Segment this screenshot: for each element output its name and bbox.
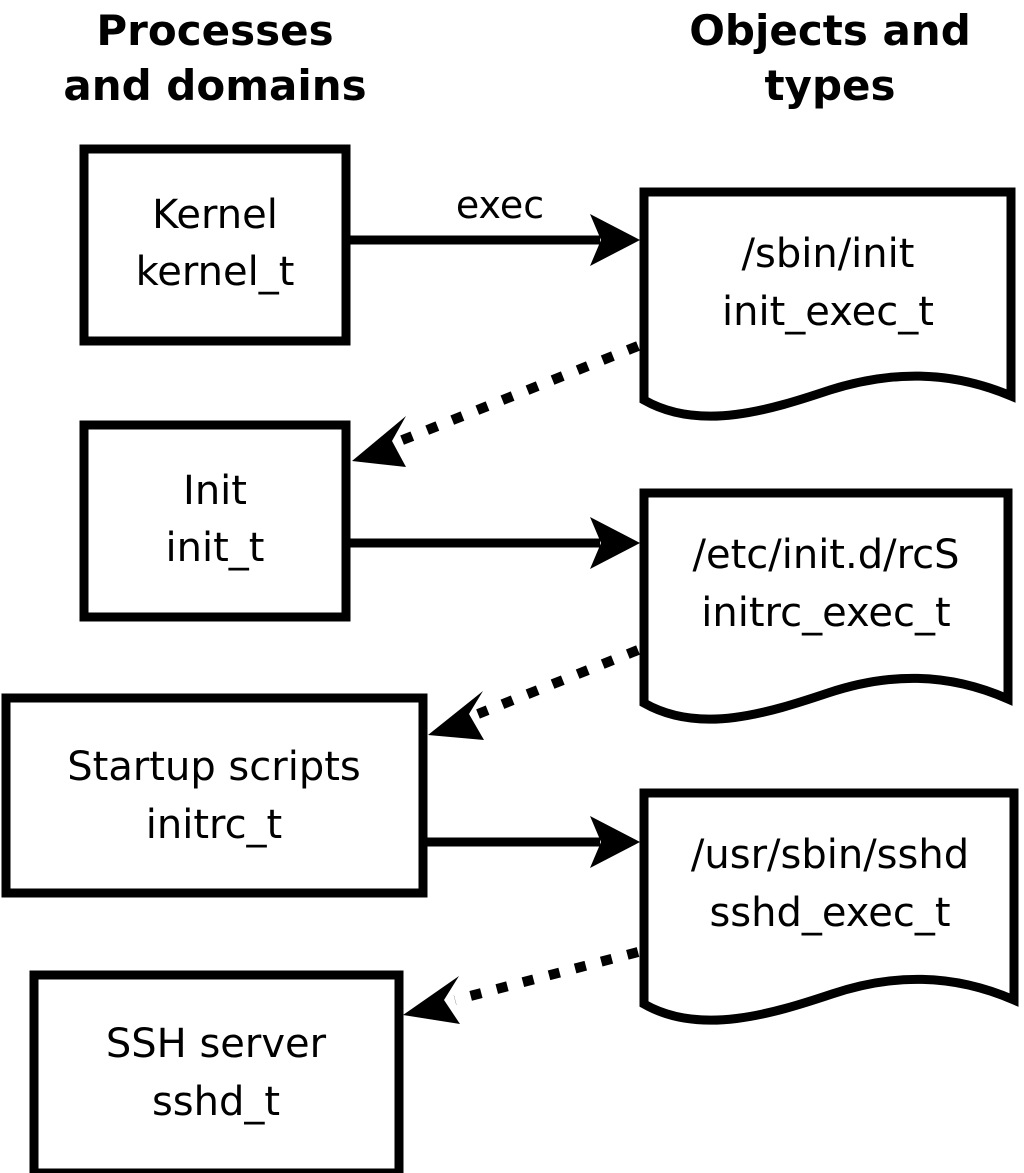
node-initrc-box[interactable] (1, 693, 428, 898)
node-initrc-exec-line1: /etc/init.d/rcS (692, 532, 959, 578)
edge-label-exec: exec (456, 183, 544, 227)
node-sshd-exec-line2: sshd_exec_t (709, 890, 950, 936)
column-header-processes: Processes and domains (63, 6, 366, 110)
column-header-processes-line1: Processes (96, 6, 333, 55)
edge-initrc-to-sshd-exec (427, 816, 640, 868)
edge-line-sshd-transition (453, 947, 640, 1005)
node-kernel-line1: Kernel (152, 192, 278, 238)
node-init-exec[interactable]: /sbin/init init_exec_t (639, 187, 1016, 421)
node-sshd-exec-line1: /usr/sbin/sshd (691, 832, 969, 878)
node-init-exec-line2: init_exec_t (722, 289, 934, 335)
node-sshd-line2: sshd_t (152, 1079, 280, 1125)
node-initrc[interactable]: Startup scripts initrc_t (1, 693, 428, 898)
edge-sshd-exec-to-sshd (403, 947, 640, 1024)
edge-init-to-initrc-exec (350, 517, 640, 569)
node-initrc-exec-document[interactable] (639, 488, 1013, 724)
arrowhead-initrc-exec (590, 816, 640, 868)
node-init-line1: Init (183, 468, 247, 514)
node-sshd[interactable]: SSH server sshd_t (29, 970, 404, 1173)
edge-kernel-to-init-exec: exec (350, 183, 640, 266)
edge-line-init-transition (398, 341, 640, 446)
node-init-exec-line1: /sbin/init (742, 231, 915, 277)
node-kernel-box[interactable] (79, 144, 351, 346)
edge-line-initrc-transition (476, 645, 640, 719)
node-initrc-line1: Startup scripts (67, 744, 360, 790)
node-sshd-exec[interactable]: /usr/sbin/sshd sshd_exec_t (639, 788, 1019, 1025)
node-sshd-line1: SSH server (106, 1021, 327, 1067)
node-initrc-line2: initrc_t (146, 802, 283, 848)
node-initrc-exec-line2: initrc_exec_t (701, 590, 950, 636)
arrowhead-kernel-exec (590, 214, 640, 266)
node-sshd-exec-document[interactable] (639, 788, 1019, 1025)
arrowhead-init-transition (352, 416, 406, 467)
node-kernel[interactable]: Kernel kernel_t (79, 144, 351, 346)
column-header-processes-line2: and domains (63, 61, 366, 110)
node-initrc-exec[interactable]: /etc/init.d/rcS initrc_exec_t (639, 488, 1013, 724)
edge-initrc-exec-to-initrc (428, 645, 640, 740)
arrowhead-init-exec (590, 517, 640, 569)
node-init-box[interactable] (79, 420, 351, 622)
node-init-exec-document[interactable] (639, 187, 1016, 421)
arrowhead-initrc-transition (428, 691, 484, 740)
edge-init-exec-to-init (352, 341, 640, 467)
node-init[interactable]: Init init_t (79, 420, 351, 622)
node-sshd-box[interactable] (29, 970, 404, 1173)
column-header-objects-line2: types (764, 61, 895, 110)
node-init-line2: init_t (166, 525, 265, 571)
column-header-objects-line1: Objects and (689, 6, 971, 55)
column-header-objects: Objects and types (689, 6, 971, 110)
arrowhead-sshd-transition (403, 976, 460, 1024)
node-kernel-line2: kernel_t (136, 249, 295, 295)
